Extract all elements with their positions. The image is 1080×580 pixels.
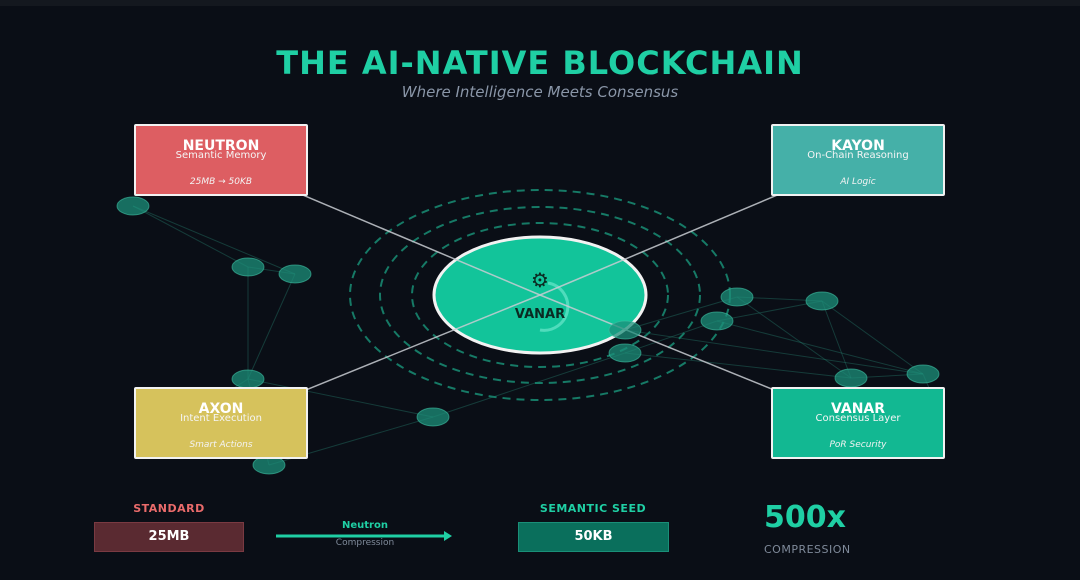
- compression-arrow: [276, 531, 452, 541]
- network-node: [608, 343, 642, 363]
- compression-ratio: 500x: [764, 500, 846, 535]
- seed-label: SEMANTIC SEED: [539, 502, 647, 515]
- hub-arc: [539, 281, 570, 332]
- card-note: AI Logic: [840, 177, 876, 187]
- card-kayon: KAYON On-Chain Reasoning AI Logic: [771, 124, 945, 196]
- card-title: AXON: [198, 401, 244, 417]
- network-node: [278, 264, 312, 284]
- network-node: [700, 311, 734, 331]
- network-node: [834, 368, 868, 388]
- standard-label: STANDARD: [133, 502, 205, 515]
- card-neutron: NEUTRON Semantic Memory 25MB → 50KB: [134, 124, 308, 196]
- page-title: THE AI-NATIVE BLOCKCHAIN: [276, 44, 804, 82]
- card-note: Smart Actions: [189, 440, 253, 450]
- seed-size-box: 50KB: [518, 522, 669, 552]
- network-node: [231, 257, 265, 277]
- network-node: [805, 291, 839, 311]
- card-description: Semantic Memory: [175, 150, 267, 161]
- brain-icon: ⚙: [531, 268, 549, 292]
- standard-size-box: 25MB: [94, 522, 244, 552]
- card-title: KAYON: [831, 138, 885, 154]
- arrow-label: Neutron: [342, 520, 388, 531]
- hub-label: VANAR: [514, 307, 566, 322]
- top-bar: [0, 0, 1080, 6]
- card-vanar: VANAR Consensus Layer PoR Security: [771, 387, 945, 459]
- network-node: [608, 320, 642, 340]
- card-title: VANAR: [830, 401, 886, 417]
- card-description: On-Chain Reasoning: [807, 150, 909, 161]
- network-node: [416, 407, 450, 427]
- card-title: NEUTRON: [182, 138, 260, 154]
- page-subtitle: Where Intelligence Meets Consensus: [401, 83, 679, 101]
- arrow-sublabel: Compression: [335, 538, 395, 548]
- network-node: [906, 364, 940, 384]
- card-note: PoR Security: [829, 440, 887, 450]
- card-axon: AXON Intent Execution Smart Actions: [134, 387, 308, 459]
- card-note: 25MB → 50KB: [189, 177, 253, 187]
- card-description: Intent Execution: [180, 413, 262, 424]
- network-node: [231, 369, 265, 389]
- network-node: [720, 287, 754, 307]
- card-description: Consensus Layer: [815, 413, 901, 424]
- compression-caption: COMPRESSION: [764, 543, 851, 556]
- network-node: [116, 196, 150, 216]
- network-nodes: [116, 196, 940, 475]
